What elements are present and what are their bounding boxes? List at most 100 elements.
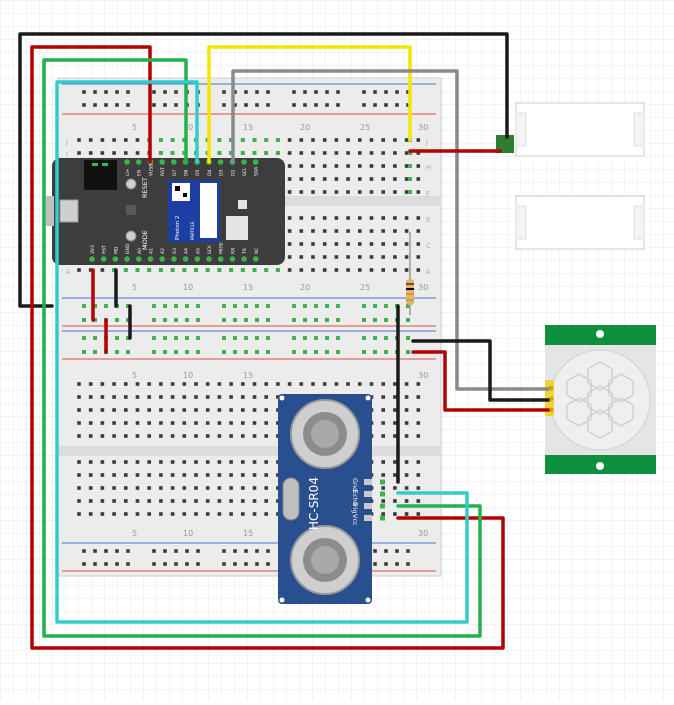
breadboard-hole[interactable] [404, 242, 409, 246]
breadboard-hole[interactable] [311, 216, 315, 220]
breadboard-hole[interactable] [115, 549, 119, 553]
breadboard-hole[interactable] [88, 382, 93, 386]
breadboard-hole[interactable] [346, 268, 350, 272]
breadboard-hole[interactable] [416, 255, 421, 259]
breadboard-hole[interactable] [159, 460, 163, 464]
breadboard-hole[interactable] [233, 103, 237, 107]
breadboard-hole[interactable] [393, 177, 397, 181]
breadboard-hole[interactable] [406, 90, 410, 94]
sonar-pin[interactable] [364, 479, 372, 485]
breadboard-hole[interactable] [369, 242, 374, 246]
breadboard-hole[interactable] [163, 549, 167, 553]
breadboard-hole[interactable] [334, 255, 339, 259]
breadboard-hole[interactable] [217, 473, 222, 477]
breadboard-hole[interactable] [126, 562, 130, 566]
breadboard-hole[interactable] [266, 549, 270, 553]
breadboard-hole[interactable] [126, 90, 130, 94]
breadboard-hole[interactable] [346, 190, 350, 194]
breadboard-hole[interactable] [112, 151, 116, 155]
breadboard-hole[interactable] [233, 90, 237, 94]
breadboard-hole[interactable] [346, 242, 350, 246]
breadboard-hole[interactable] [252, 486, 257, 490]
breadboard-hole[interactable] [264, 434, 268, 438]
breadboard-hole[interactable] [381, 229, 385, 233]
breadboard-hole[interactable] [217, 408, 222, 412]
breadboard-hole[interactable] [147, 473, 151, 477]
breadboard-hole[interactable] [334, 190, 339, 194]
breadboard-hole[interactable] [112, 460, 116, 464]
breadboard-hole[interactable] [381, 408, 385, 412]
photon-pin[interactable] [171, 256, 177, 262]
breadboard-hole[interactable] [252, 395, 257, 399]
pir-pin[interactable] [548, 396, 554, 402]
breadboard-hole[interactable] [404, 421, 409, 425]
breadboard-hole[interactable] [381, 138, 385, 142]
breadboard-hole[interactable] [416, 229, 421, 233]
breadboard-hole[interactable] [358, 151, 362, 155]
wire-cyan-echo[interactable] [55, 80, 469, 624]
breadboard-hole[interactable] [217, 395, 222, 399]
breadboard-hole[interactable] [381, 255, 385, 259]
breadboard-hole[interactable] [346, 216, 350, 220]
breadboard-hole[interactable] [393, 138, 397, 142]
breadboard-hole[interactable] [292, 103, 296, 107]
breadboard-hole[interactable] [322, 229, 327, 233]
breadboard-hole[interactable] [229, 486, 233, 490]
breadboard-hole[interactable] [346, 382, 350, 386]
breadboard-hole[interactable] [252, 382, 257, 386]
breadboard-hole[interactable] [100, 382, 105, 386]
breadboard-hole[interactable] [404, 473, 409, 477]
breadboard-hole[interactable] [393, 190, 397, 194]
breadboard-hole[interactable] [322, 216, 327, 220]
photon-pin[interactable] [252, 159, 259, 165]
breadboard-hole[interactable] [100, 486, 105, 490]
breadboard-hole[interactable] [381, 512, 385, 516]
breadboard-hole[interactable] [303, 90, 307, 94]
breadboard-hole[interactable] [416, 499, 421, 503]
breadboard-hole[interactable] [205, 434, 210, 438]
breadboard-hole[interactable] [205, 486, 210, 490]
reset-button[interactable] [125, 178, 137, 190]
breadboard-hole[interactable] [393, 395, 397, 399]
breadboard-hole[interactable] [276, 486, 280, 490]
breadboard-hole[interactable] [393, 434, 397, 438]
breadboard-hole[interactable] [369, 216, 374, 220]
breadboard-hole[interactable] [100, 473, 105, 477]
breadboard-hole[interactable] [334, 177, 339, 181]
breadboard-hole[interactable] [252, 512, 257, 516]
breadboard-hole[interactable] [135, 408, 140, 412]
breadboard-hole[interactable] [416, 408, 421, 412]
breadboard-hole[interactable] [159, 395, 163, 399]
pir-pin[interactable] [548, 385, 554, 391]
breadboard-hole[interactable] [152, 90, 156, 94]
breadboard-hole[interactable] [170, 382, 175, 386]
breadboard-hole[interactable] [416, 151, 421, 155]
breadboard-hole[interactable] [244, 549, 248, 553]
breadboard-hole[interactable] [252, 421, 257, 425]
breadboard-hole[interactable] [373, 549, 377, 553]
breadboard-hole[interactable] [93, 549, 97, 553]
breadboard-hole[interactable] [194, 408, 198, 412]
breadboard-hole[interactable] [299, 164, 304, 168]
breadboard-hole[interactable] [358, 229, 362, 233]
sonar-pin[interactable] [364, 515, 372, 521]
breadboard-hole[interactable] [299, 190, 304, 194]
breadboard-hole[interactable] [252, 460, 257, 464]
breadboard-hole[interactable] [358, 268, 362, 272]
breadboard-hole[interactable] [88, 473, 93, 477]
breadboard-hole[interactable] [381, 242, 385, 246]
breadboard-hole[interactable] [229, 408, 233, 412]
breadboard-hole[interactable] [358, 164, 362, 168]
breadboard-hole[interactable] [276, 382, 280, 386]
breadboard-hole[interactable] [264, 486, 268, 490]
breadboard-hole[interactable] [147, 460, 151, 464]
breadboard-hole[interactable] [88, 268, 93, 272]
breadboard-hole[interactable] [276, 499, 280, 503]
breadboard-hole[interactable] [229, 395, 233, 399]
breadboard-hole[interactable] [244, 562, 248, 566]
breadboard-hole[interactable] [404, 255, 409, 259]
breadboard-hole[interactable] [77, 499, 81, 503]
breadboard-hole[interactable] [381, 486, 385, 490]
breadboard-hole[interactable] [406, 103, 410, 107]
breadboard-hole[interactable] [287, 216, 292, 220]
